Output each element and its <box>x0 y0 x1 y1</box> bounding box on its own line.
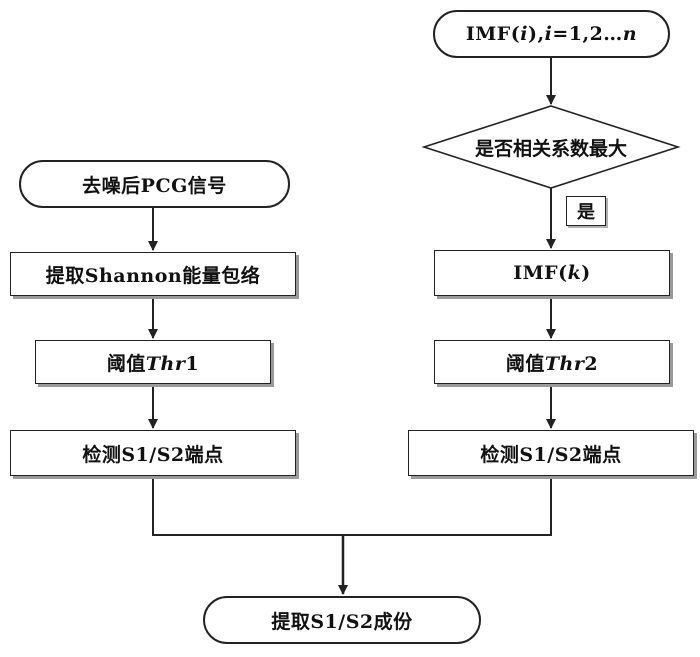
node-denoised-pcg-label: 去噪后PCG信号 <box>82 174 227 197</box>
thr1-prefix: 阈值 <box>106 352 146 375</box>
node-detect-left-label: 检测S1/S2端点 <box>82 443 224 466</box>
thr2-prefix: 阈值 <box>505 352 545 375</box>
node-imf-i-label: IMF(i),i=1,2…n <box>466 23 637 45</box>
imf-i-prefix: IMF( <box>465 23 521 45</box>
node-imf-i-start: IMF(i),i=1,2…n <box>433 10 670 58</box>
yes-label: 是 <box>577 202 595 223</box>
yes-label-box: 是 <box>566 196 606 226</box>
decision-label-box: 是否相关系数最大 <box>424 131 678 163</box>
imf-i-var: i <box>520 23 528 45</box>
node-denoised-pcg-signal: 去噪后PCG信号 <box>19 160 290 208</box>
node-thr2-label: 阈值Thr2 <box>506 349 598 376</box>
node-detect-right-label: 检测S1/S2端点 <box>480 443 622 466</box>
node-imf-k-label: IMF(k) <box>513 262 591 284</box>
thr1-index: 1 <box>185 352 200 375</box>
merge-line <box>152 476 552 536</box>
node-envelope-label: 提取Shannon能量包络 <box>45 264 261 287</box>
imf-i-var2: i <box>544 23 553 45</box>
imf-k-suffix: ) <box>581 262 591 284</box>
imf-k-var: k <box>567 262 582 284</box>
thr2-index: 2 <box>584 352 599 375</box>
imf-i-var3: n <box>622 23 638 45</box>
node-imf-k: IMF(k) <box>434 250 670 296</box>
node-detect-s1s2-left: 检测S1/S2端点 <box>10 430 296 476</box>
thr1-symbol: Thr <box>145 352 186 375</box>
imf-i-suffix: =1,2… <box>552 23 623 45</box>
imf-i-mid: ), <box>527 23 545 45</box>
thr2-symbol: Thr <box>544 352 585 375</box>
node-threshold-thr1: 阈值Thr1 <box>35 340 271 384</box>
node-threshold-thr2: 阈值Thr2 <box>434 340 670 384</box>
decision-diamond <box>421 105 681 189</box>
imf-k-prefix: IMF( <box>513 262 568 284</box>
node-detect-s1s2-right: 检测S1/S2端点 <box>408 430 694 476</box>
node-extract-s1s2-components: 提取S1/S2成份 <box>203 596 481 644</box>
node-end-label: 提取S1/S2成份 <box>271 610 413 633</box>
node-extract-shannon-envelope: 提取Shannon能量包络 <box>10 252 296 296</box>
decision-label: 是否相关系数最大 <box>474 137 627 160</box>
node-thr1-label: 阈值Thr1 <box>107 349 199 376</box>
